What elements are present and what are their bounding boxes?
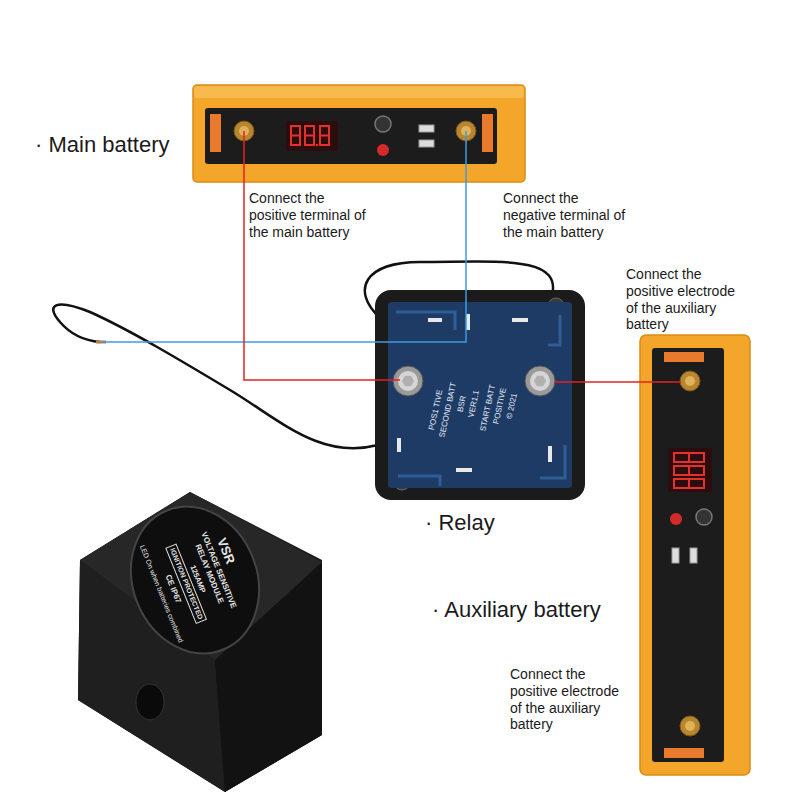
board-pad — [397, 438, 401, 452]
battery-panel — [652, 348, 724, 762]
relay-stud — [398, 371, 418, 391]
red-button — [377, 144, 389, 156]
board-pad — [512, 318, 528, 322]
battery-box: · Auxiliary battery — [640, 335, 750, 775]
battery-case — [640, 335, 750, 775]
battery-panel — [205, 108, 497, 164]
stud-nut — [402, 376, 414, 386]
callout-text: Connect the positive electrode of the au… — [626, 266, 750, 333]
wire-connector — [244, 182, 375, 380]
terminal-tag — [210, 114, 221, 152]
switch-knob — [375, 116, 391, 132]
relay-board — [388, 302, 572, 488]
relay-housing — [375, 290, 585, 500]
relay-stud — [525, 366, 555, 396]
positive-wire — [640, 381, 681, 383]
relay-wire — [53, 305, 378, 449]
vsr-label-disc — [109, 487, 280, 673]
negative-wire — [465, 131, 467, 182]
battery-case — [193, 85, 525, 182]
relay-stud — [530, 371, 550, 391]
usb-port — [419, 125, 434, 132]
usb-port — [419, 140, 434, 147]
usb-port — [672, 548, 679, 563]
terminal-tag — [664, 352, 704, 362]
wire-connector — [375, 182, 466, 342]
positive-wire — [554, 381, 585, 383]
red-button — [670, 513, 682, 525]
battery-case-top — [194, 86, 524, 98]
positive-wire — [243, 131, 245, 182]
battery-heading: · Main battery — [35, 132, 170, 158]
terminal-tag — [664, 748, 704, 758]
relay-stud — [393, 366, 423, 396]
positive-wire — [375, 379, 400, 381]
relay-heading: · Relay — [425, 510, 495, 536]
callout-text: Connect the positive terminal of the mai… — [249, 190, 373, 240]
switch-knob — [696, 509, 712, 525]
board-pad — [428, 318, 442, 322]
stud-nut — [534, 376, 546, 386]
display-digits — [291, 126, 329, 145]
voltage-display — [668, 448, 712, 492]
terminal-tag — [482, 114, 493, 152]
callout-text: Connect the positive electrode of the au… — [510, 666, 634, 733]
board-pad — [548, 446, 552, 462]
board-pad — [456, 468, 472, 472]
terminal-post — [680, 716, 700, 736]
vsr-mount-hole — [136, 684, 164, 720]
negative-wire — [100, 341, 375, 343]
voltage-display — [286, 121, 338, 151]
display-dot — [316, 144, 319, 147]
callout-text: Connect the negative terminal of the mai… — [503, 190, 631, 240]
board-trace — [396, 312, 565, 486]
terminal-post — [685, 721, 695, 731]
terminal-post — [680, 371, 700, 391]
wire-connector — [585, 381, 640, 383]
terminal-post — [685, 376, 695, 386]
usb-port — [690, 548, 697, 563]
battery-heading: · Auxiliary battery — [432, 597, 601, 623]
battery-box: · Main battery — [193, 85, 525, 182]
display-digits — [674, 453, 704, 488]
